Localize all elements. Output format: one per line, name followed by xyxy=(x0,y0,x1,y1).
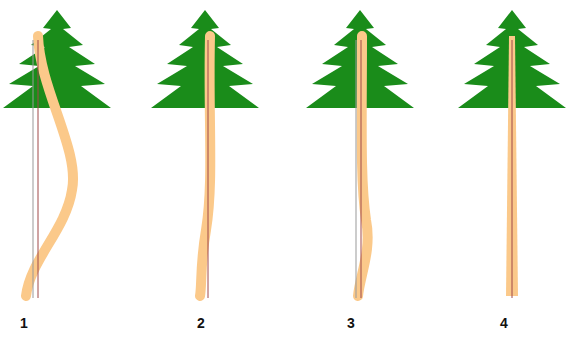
reference-line xyxy=(38,40,39,298)
callout-number: 2 xyxy=(197,316,205,330)
callout-number: 4 xyxy=(500,316,508,330)
reference-line xyxy=(361,40,362,298)
callout-number: 3 xyxy=(347,316,355,330)
reference-line xyxy=(512,40,513,298)
callout-number: 1 xyxy=(20,316,28,330)
tree-trunk xyxy=(200,36,210,296)
reference-line xyxy=(356,40,357,298)
tree-crown xyxy=(3,10,111,108)
tree-trunk xyxy=(358,36,368,296)
reference-line xyxy=(208,40,209,298)
reference-line xyxy=(33,40,34,298)
